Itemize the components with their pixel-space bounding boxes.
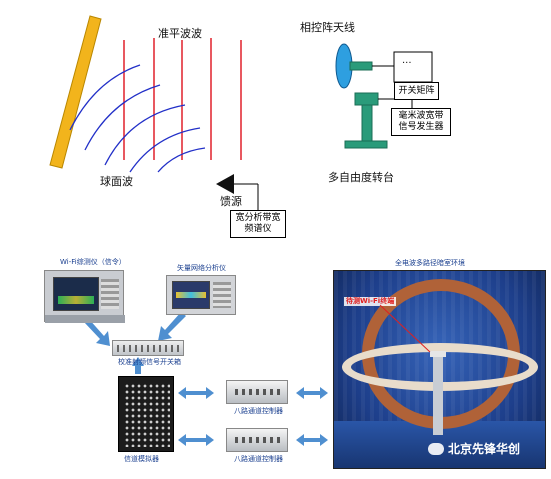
vna-screen xyxy=(172,281,210,309)
arrow-vna-switch xyxy=(158,312,186,341)
emulator-ports xyxy=(124,383,170,447)
spherical-wave-label: 球面波 xyxy=(100,175,133,188)
signal-analyzer-image xyxy=(44,270,125,323)
wechat-icon xyxy=(428,443,444,455)
analyzer-trace xyxy=(58,296,94,304)
channel-emulator-label: 信道模拟器 xyxy=(124,455,159,463)
flow-arrows xyxy=(80,312,328,446)
arrow-ctrl-b-chamber xyxy=(296,434,328,446)
spherical-wave-arcs xyxy=(69,64,206,173)
feed-horn-shape xyxy=(216,174,234,194)
signal-analyzer-label: Wi-Fi综测仪（信令） xyxy=(60,258,126,266)
eight-channel-controller-a-image xyxy=(226,380,288,404)
dut-label: 待测Wi-Fi终端 xyxy=(344,297,397,306)
spectrum-analyzer-line2: 频谱仪 xyxy=(244,224,272,234)
arrow-ctrl-a-chamber xyxy=(296,387,328,399)
controller-a-ports xyxy=(235,389,281,395)
eight-channel-controller-a-label: 八路通道控制器 xyxy=(234,407,283,415)
dut-pedestal xyxy=(433,355,443,435)
controller-b-ports xyxy=(235,437,281,443)
mmwave-generator-box: 毫米波宽带 信号发生器 xyxy=(391,108,451,136)
channel-emulator-image xyxy=(118,376,174,452)
spectrum-analyzer-box: 宽分析带宽 频谱仪 xyxy=(230,210,286,238)
feed-source-label: 馈源 xyxy=(220,195,242,208)
eight-channel-controller-b-image xyxy=(226,428,288,452)
phased-array-label: 相控阵天线 xyxy=(300,21,355,34)
mmwave-generator-line1: 毫米波宽带 xyxy=(398,111,444,121)
analyzer-screen xyxy=(53,277,99,311)
turntable-column-shape xyxy=(361,104,373,142)
spherical-arc xyxy=(69,64,141,131)
analyzer-base xyxy=(45,315,125,323)
plane-wave-label: 准平波波 xyxy=(158,27,202,40)
switch-matrix-label: 开关矩阵 xyxy=(398,86,435,96)
vna-label: 矢量网络分析仪 xyxy=(177,264,226,272)
spherical-arc xyxy=(84,84,161,151)
switch-ports xyxy=(117,345,181,352)
chamber-label: 全电波多路径暗室环境 xyxy=(395,259,465,267)
plane-wave-lines xyxy=(123,38,242,160)
antenna-mount-shape xyxy=(349,61,373,71)
arrow-emulator-ctrl-b xyxy=(178,434,214,446)
vna-keypad xyxy=(213,282,231,308)
watermark-text: 北京先锋华创 xyxy=(448,442,521,456)
vna-trace xyxy=(176,292,206,298)
spherical-arc xyxy=(157,147,206,173)
reflector-shape xyxy=(49,15,102,169)
spectrum-analyzer-line1: 宽分析带宽 xyxy=(235,213,281,223)
eight-channel-controller-b-label: 八路通道控制器 xyxy=(234,455,283,463)
vna-image xyxy=(166,275,236,315)
dof-turntable-label: 多自由度转台 xyxy=(328,171,394,184)
dut-device xyxy=(430,351,446,357)
spherical-arc xyxy=(104,104,186,166)
turntable-base-shape xyxy=(344,140,388,149)
connector-frame xyxy=(393,51,433,83)
arrow-analyzer-switch xyxy=(80,318,110,346)
turntable-head-shape xyxy=(354,92,379,106)
arrow-emulator-ctrl-a xyxy=(178,387,214,399)
mmwave-generator-line2: 信号发生器 xyxy=(398,122,444,132)
switch-matrix-box: 开关矩阵 xyxy=(394,82,439,100)
rf-switch-box-label: 校准射频信号开关箱 xyxy=(118,358,181,366)
spherical-arc xyxy=(129,127,201,173)
switch-dots: ... xyxy=(402,55,412,66)
analyzer-keypad xyxy=(101,279,119,309)
arrow-switch-emulator xyxy=(132,357,144,374)
rf-switch-box-image xyxy=(112,340,184,356)
